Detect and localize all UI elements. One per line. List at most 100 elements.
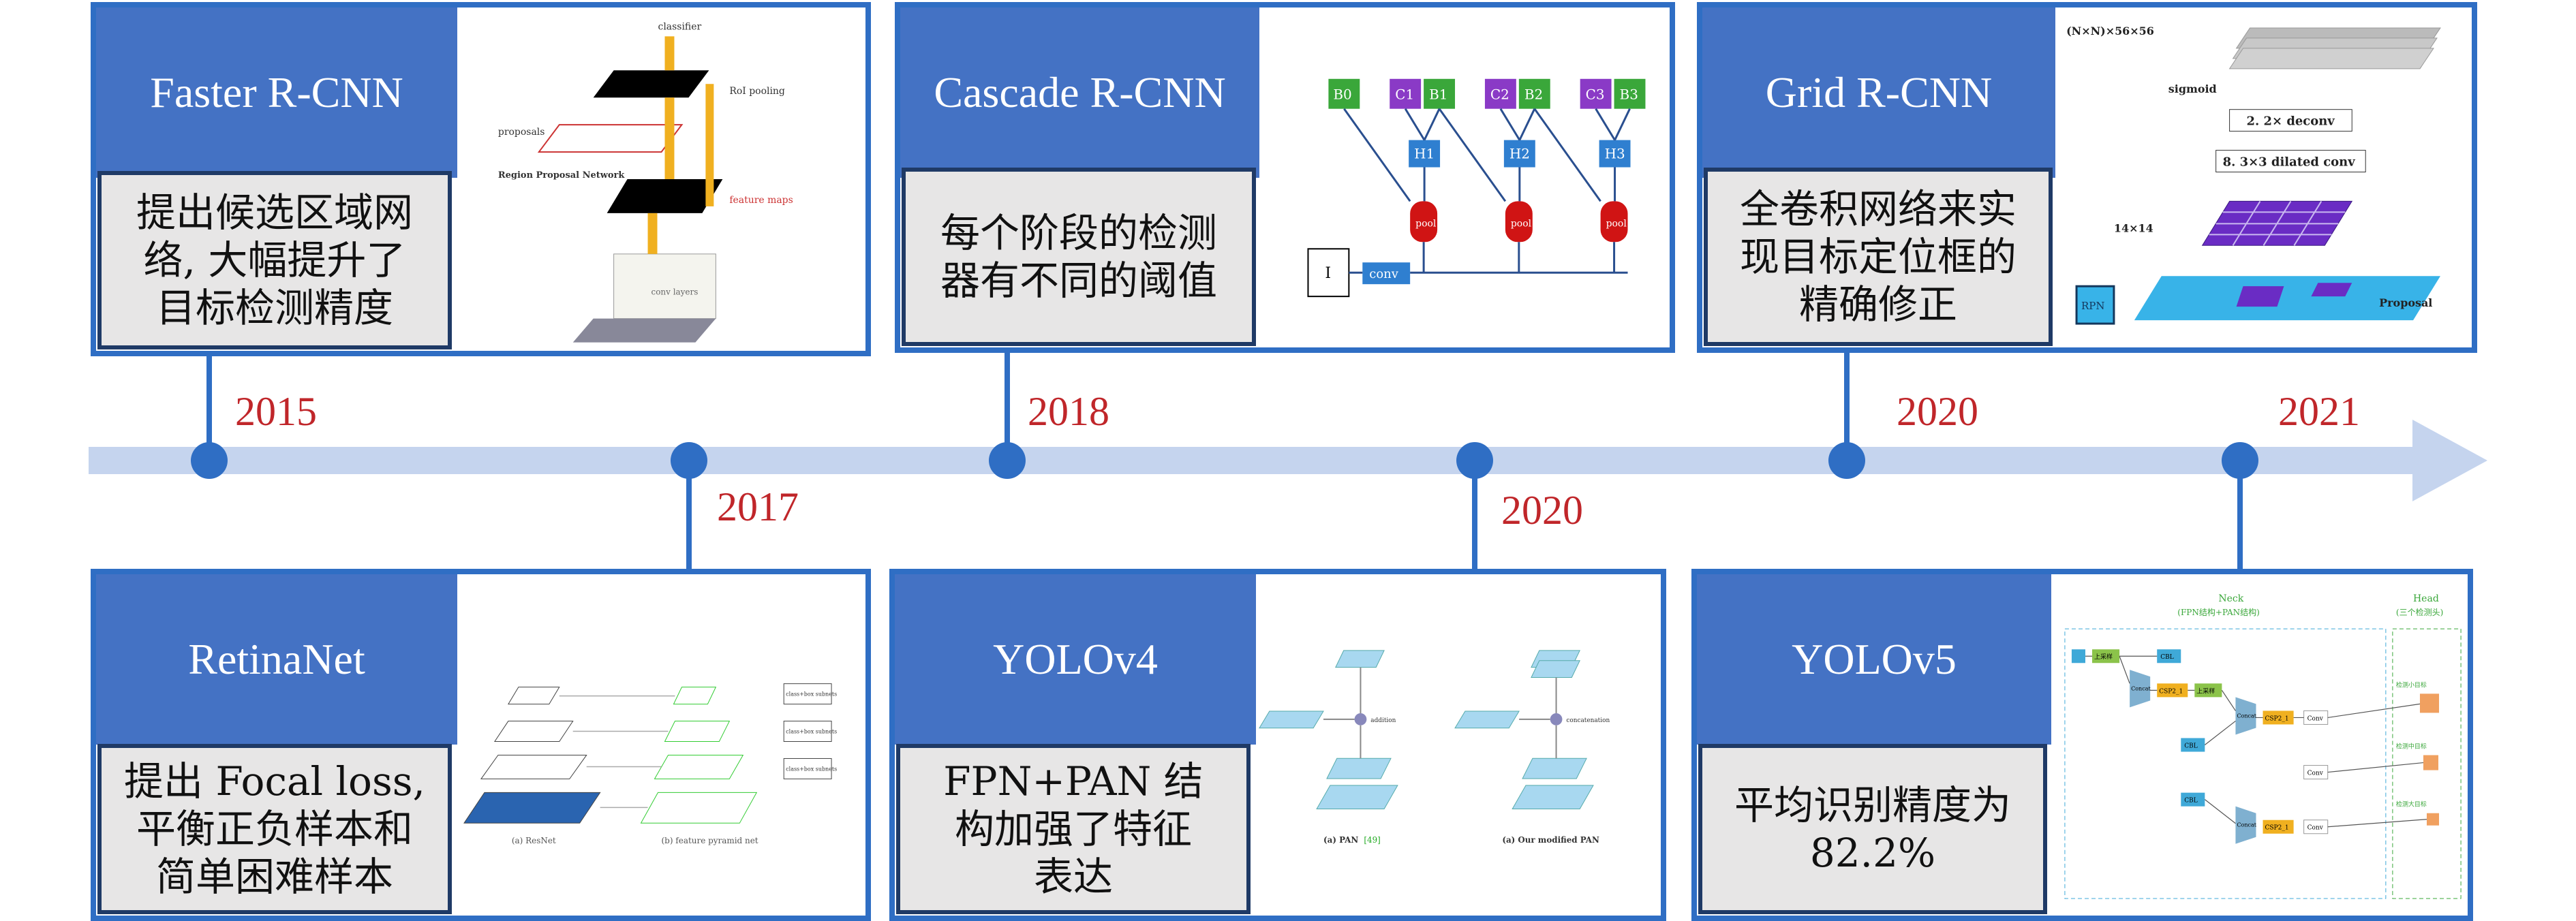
year-label-cascade-rcnn: 2018 — [1028, 389, 1109, 434]
svg-text:(三个检测头): (三个检测头) — [2396, 607, 2443, 617]
card-yolov5: YOLOv5 平均识别精度为 82.2% Neck (FPN结构+PAN结构) … — [1691, 569, 2473, 921]
svg-text:class+box subnets: class+box subnets — [786, 729, 837, 735]
description-line: 全卷积网络来实 — [1739, 186, 2017, 232]
svg-text:检测大目标: 检测大目标 — [2396, 800, 2427, 809]
svg-text:C1: C1 — [1395, 87, 1414, 103]
svg-text:(FPN结构+PAN结构): (FPN结构+PAN结构) — [2177, 607, 2260, 617]
svg-text:concatenation: concatenation — [1566, 717, 1610, 724]
card-title: YOLOv4 — [895, 574, 1256, 745]
svg-text:I: I — [1325, 265, 1331, 282]
svg-text:pool: pool — [1511, 218, 1532, 229]
svg-text:(a) ResNet: (a) ResNet — [512, 836, 556, 845]
description-line: 表达 — [1033, 854, 1113, 900]
svg-text:RPN: RPN — [2081, 300, 2104, 312]
region-proposal-network-diagram: classifier RoI pooling proposals Region … — [457, 7, 865, 351]
svg-text:上采样: 上采样 — [2196, 687, 2215, 695]
svg-text:CBL: CBL — [2160, 654, 2174, 661]
card-description: 提出候选区域网 络, 大幅提升了 目标检测精度 — [97, 171, 452, 349]
svg-text:CBL: CBL — [2184, 743, 2198, 750]
grid-guided-localization-icon: (N×N)×56×56 sigmoid 2. 2× deconv 8. 3×3 … — [2066, 25, 2441, 325]
svg-text:上采样: 上采样 — [2094, 653, 2113, 661]
svg-text:C3: C3 — [1586, 87, 1605, 103]
pan-icon: addition concatenation (a) PAN [49] (a) … — [1259, 650, 1610, 845]
svg-text:B2: B2 — [1524, 87, 1543, 103]
timeline-dot-yolov4 — [1456, 442, 1493, 479]
timeline-dot-cascade-rcnn — [989, 442, 1026, 479]
svg-text:classifier: classifier — [658, 21, 702, 32]
description-line: 平衡正负样本和 — [136, 806, 413, 852]
svg-text:H1: H1 — [1414, 146, 1435, 162]
pan-diagram: addition concatenation (a) PAN [49] (a) … — [1256, 574, 1661, 916]
svg-text:RoI pooling: RoI pooling — [729, 86, 785, 97]
svg-text:Conv: Conv — [2307, 770, 2324, 777]
cascade-detector-icon: B0 C1 B1 C2 B2 C3 B3 H1 H2 H3 pool pool … — [1307, 78, 1646, 298]
year-label-yolov5: 2021 — [2278, 389, 2360, 434]
svg-text:proposals: proposals — [498, 127, 545, 138]
region-proposal-network-icon: classifier RoI pooling proposals Region … — [498, 21, 793, 343]
feature-pyramid-icon: class+box subnets class+box subnets clas… — [463, 683, 837, 845]
svg-text:B1: B1 — [1429, 87, 1447, 103]
svg-text:Concat: Concat — [2237, 822, 2256, 828]
description-line: 目标检测精度 — [155, 285, 393, 331]
card-description: 平均识别精度为 82.2% — [1698, 744, 2047, 914]
description-line: 精确修正 — [1798, 281, 1957, 328]
timeline-dot-yolov5 — [2222, 442, 2258, 479]
connector-yolov4 — [1472, 460, 1477, 569]
card-faster-rcnn: Faster R-CNN 提出候选区域网 络, 大幅提升了 目标检测精度 cla… — [91, 2, 871, 356]
svg-text:检测小目标: 检测小目标 — [2396, 681, 2427, 689]
card-title: Cascade R-CNN — [900, 7, 1259, 178]
description-line: 构加强了特征 — [954, 806, 1192, 852]
card-description: FPN+PAN 结 构加强了特征 表达 — [896, 744, 1251, 914]
card-description: 提出 Focal loss, 平衡正负样本和 简单困难样本 — [97, 744, 452, 914]
connector-cascade-rcnn — [1005, 347, 1010, 460]
svg-text:class+box subnets: class+box subnets — [786, 691, 837, 698]
connector-faster-rcnn — [206, 351, 212, 460]
cascade-detector-diagram: B0 C1 B1 C2 B2 C3 B3 H1 H2 H3 pool pool … — [1259, 7, 1670, 347]
svg-text:pool: pool — [1415, 218, 1437, 229]
card-title: Faster R-CNN — [96, 7, 457, 178]
yolov5-architecture-diagram: Neck (FPN结构+PAN结构) Head (三个检测头) 上采样 上采样 … — [2051, 574, 2468, 916]
svg-text:(b) feature pyramid net: (b) feature pyramid net — [662, 836, 758, 845]
svg-text:B0: B0 — [1333, 87, 1351, 103]
svg-text:feature maps: feature maps — [729, 195, 793, 206]
svg-text:conv: conv — [1369, 267, 1398, 281]
svg-text:Head: Head — [2413, 593, 2439, 604]
svg-text:Concat: Concat — [2131, 685, 2151, 691]
feature-pyramid-diagram: class+box subnets class+box subnets clas… — [457, 574, 865, 916]
svg-text:CSP2_1: CSP2_1 — [2265, 715, 2289, 722]
description-line: 现目标定位框的 — [1739, 234, 2017, 280]
svg-text:(a) PAN: (a) PAN — [1323, 835, 1358, 845]
svg-text:Neck: Neck — [2218, 593, 2243, 604]
svg-text:Conv: Conv — [2307, 825, 2324, 832]
description-line: 简单困难样本 — [155, 854, 393, 900]
description-line: 提出 Focal loss, — [124, 758, 425, 805]
connector-grid-rcnn — [1844, 351, 1850, 460]
svg-text:8. 3×3 dilated conv: 8. 3×3 dilated conv — [2223, 155, 2356, 170]
year-label-faster-rcnn: 2015 — [235, 389, 317, 434]
svg-text:(a) Our modified PAN: (a) Our modified PAN — [1502, 835, 1599, 845]
svg-text:addition: addition — [1370, 717, 1396, 724]
timeline-dot-retinanet — [671, 442, 707, 479]
svg-text:pool: pool — [1606, 218, 1627, 229]
svg-text:检测中目标: 检测中目标 — [2396, 743, 2427, 751]
description-line: FPN+PAN 结 — [943, 758, 1203, 805]
card-title: Grid R-CNN — [1702, 7, 2055, 178]
svg-text:sigmoid: sigmoid — [2168, 82, 2217, 95]
svg-text:CSP2_1: CSP2_1 — [2265, 825, 2289, 832]
yolov5-architecture-icon: Neck (FPN结构+PAN结构) Head (三个检测头) 上采样 上采样 … — [2064, 593, 2462, 899]
svg-text:(N×N)×56×56: (N×N)×56×56 — [2066, 25, 2154, 37]
connector-retinanet — [686, 460, 692, 569]
svg-text:Proposal: Proposal — [2379, 296, 2432, 309]
card-retinanet: RetinaNet 提出 Focal loss, 平衡正负样本和 简单困难样本 … — [91, 569, 871, 921]
description-line: 平均识别精度为 — [1734, 782, 2011, 828]
card-yolov4: YOLOv4 FPN+PAN 结 构加强了特征 表达 addition conc… — [889, 569, 1666, 921]
svg-text:class+box subnets: class+box subnets — [786, 766, 837, 772]
description-line: 络, 大幅提升了 — [143, 237, 406, 283]
description-line: 器有不同的阈值 — [940, 257, 1217, 304]
svg-text:14×14: 14×14 — [2114, 221, 2153, 234]
year-label-retinanet: 2017 — [717, 484, 799, 529]
svg-text:Conv: Conv — [2307, 715, 2324, 722]
grid-guided-localization-diagram: (N×N)×56×56 sigmoid 2. 2× deconv 8. 3×3 … — [2055, 7, 2472, 347]
svg-text:H3: H3 — [1605, 146, 1625, 162]
